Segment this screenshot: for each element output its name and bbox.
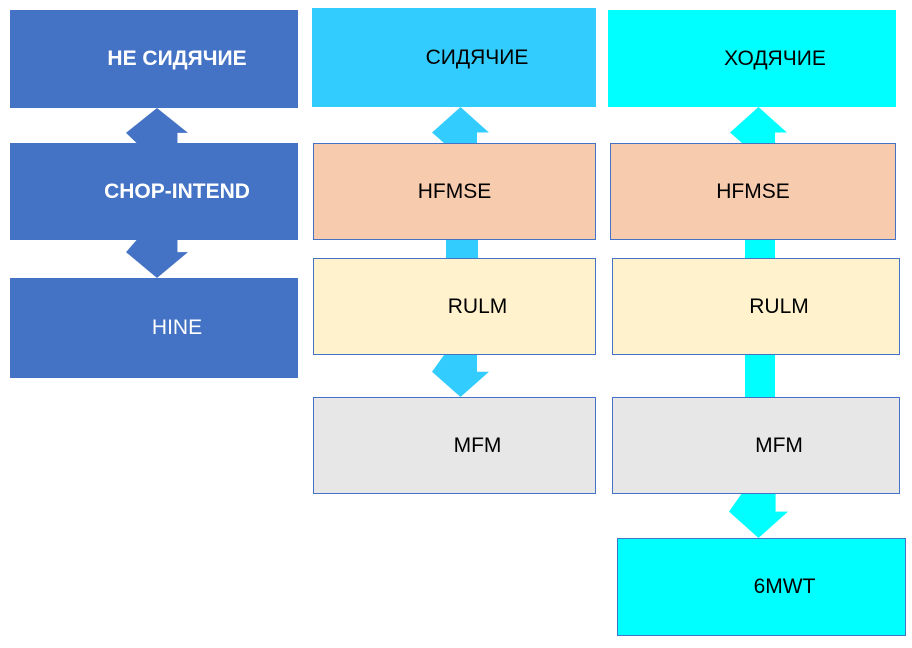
box-hfmse-sitters: HFMSE	[313, 143, 596, 240]
connector-bar	[446, 240, 478, 258]
arrow-down-icon	[729, 494, 788, 538]
box-hfmse-walkers: HFMSE	[610, 143, 896, 240]
box-mfm-walkers: MFM	[612, 397, 900, 494]
box-label: 6MWT	[753, 575, 816, 598]
arrow-up-icon	[126, 108, 188, 143]
box-chop-intend: CHOP-INTEND	[10, 143, 298, 240]
box-label: HFMSE	[417, 179, 492, 203]
arrow-down-icon	[126, 240, 188, 278]
connector-bar	[745, 355, 775, 397]
box-rulm-sitters: RULM	[313, 258, 596, 355]
arrow-up-icon	[730, 107, 787, 143]
connector-bar	[745, 240, 775, 258]
box-label: НЕ СИДЯЧИЕ	[107, 47, 247, 70]
box-walkers-header: ХОДЯЧИЕ	[608, 10, 896, 107]
box-label: HFMSE	[716, 179, 790, 203]
box-rulm-walkers: RULM	[612, 258, 900, 355]
arrow-up-icon	[432, 107, 489, 143]
box-sitters-header: СИДЯЧИЕ	[312, 8, 596, 107]
box-label: СИДЯЧИЕ	[425, 45, 529, 69]
box-label: HINE	[151, 316, 203, 339]
box-label: ХОДЯЧИЕ	[724, 46, 826, 70]
box-6mwt: 6MWT	[617, 538, 906, 636]
box-non-sitters-header: НЕ СИДЯЧИЕ	[10, 10, 298, 108]
box-label: RULM	[447, 294, 508, 318]
arrow-down-icon	[432, 355, 489, 397]
box-label: MFM	[453, 433, 502, 457]
box-label: RULM	[749, 294, 809, 318]
box-label: CHOP-INTEND	[104, 179, 250, 203]
box-hine: HINE	[10, 278, 298, 378]
box-label: MFM	[755, 433, 803, 457]
box-mfm-sitters: MFM	[313, 397, 596, 494]
